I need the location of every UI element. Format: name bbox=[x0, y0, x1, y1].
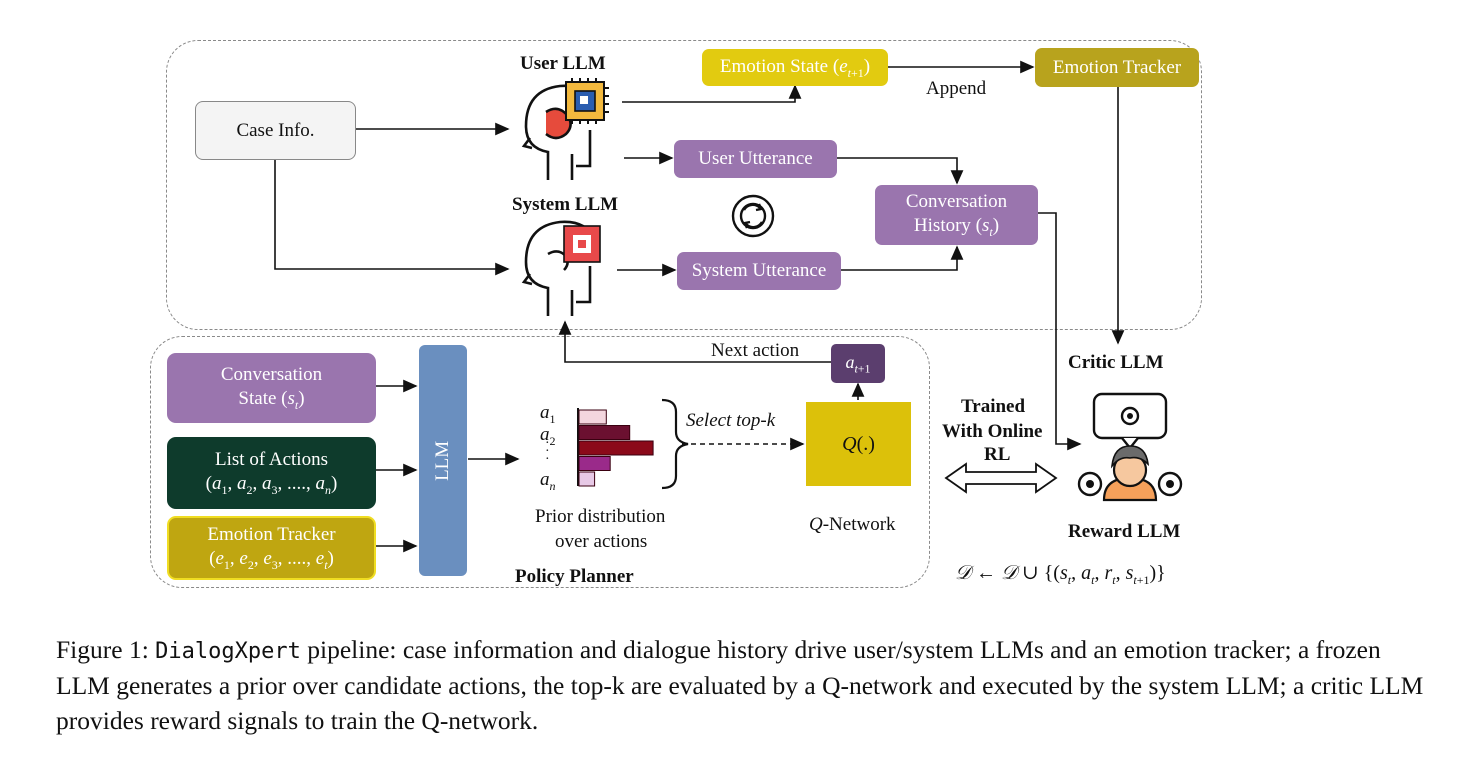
prior-caption-line1: Prior distribution bbox=[535, 506, 666, 527]
conversation-history-line2: History (st) bbox=[913, 214, 1000, 239]
caption-name: DialogXpert bbox=[155, 639, 301, 664]
arrow-case-to-system bbox=[274, 160, 510, 276]
system-llm-head-icon bbox=[521, 220, 598, 316]
system-llm-chip-icon bbox=[563, 225, 601, 263]
arrow-user-utt-to-history bbox=[837, 157, 964, 185]
select-topk-label: Select top-k bbox=[686, 410, 776, 431]
a-next-label: at+1 bbox=[845, 351, 871, 376]
curly-brace bbox=[661, 398, 689, 490]
emotion-tracker-line2: (e1, e2, e3, ...., et) bbox=[209, 547, 334, 572]
conversation-history-line1: Conversation bbox=[905, 191, 1008, 213]
buffer-update-formula: 𝒟 ← 𝒟 ∪ {(st, at, rt, st+1)} bbox=[955, 562, 1166, 587]
refresh-cycle-icon bbox=[731, 194, 775, 238]
prior-a1-label: a1 bbox=[540, 402, 556, 426]
policy-planner-region bbox=[150, 336, 930, 588]
list-of-actions-box: List of Actions (a1, a2, a3, ...., an) bbox=[167, 437, 376, 509]
emotion-state-box: Emotion State (et+1) bbox=[702, 49, 888, 86]
list-actions-line2: (a1, a2, a3, ...., an) bbox=[205, 472, 338, 497]
trained-line1: Trained bbox=[961, 396, 1026, 417]
prior-bar bbox=[578, 409, 607, 425]
reward-llm-label: Reward LLM bbox=[1068, 521, 1181, 542]
q-function-label: Q(.) bbox=[842, 432, 875, 455]
trained-line3: RL bbox=[984, 444, 1011, 465]
prior-caption-line2: over actions bbox=[555, 531, 648, 552]
caption-text: pipeline: case information and dialogue … bbox=[56, 635, 1424, 736]
prior-a2-label: a2 bbox=[540, 424, 556, 448]
critic-llm-label: Critic LLM bbox=[1068, 352, 1164, 373]
list-actions-line1: List of Actions bbox=[215, 449, 328, 471]
llm-box: LLM bbox=[419, 345, 467, 576]
conversation-state-line2: State (st) bbox=[238, 387, 305, 412]
prior-an-label: an bbox=[540, 469, 556, 493]
caption-prefix: Figure 1: bbox=[56, 635, 156, 664]
q-network-label: Q-Network bbox=[809, 514, 896, 535]
conversation-state-box: Conversation State (st) bbox=[167, 353, 376, 423]
next-action-label: Next action bbox=[711, 340, 800, 361]
policy-planner-label: Policy Planner bbox=[515, 566, 634, 587]
emotion-tracker-line1: Emotion Tracker bbox=[207, 524, 336, 546]
q-function-box: Q(.) bbox=[806, 402, 911, 486]
emotion-state-label: Emotion State (et+1) bbox=[719, 55, 871, 80]
conversation-state-line1: Conversation bbox=[220, 364, 323, 386]
user-utterance-box: User Utterance bbox=[674, 140, 837, 178]
arrow-next-action bbox=[558, 320, 831, 363]
arrow-history-to-reward bbox=[1038, 212, 1082, 451]
a-next-box: at+1 bbox=[831, 344, 885, 383]
system-utterance-box: System Utterance bbox=[677, 252, 841, 290]
emotion-tracker-input-box: Emotion Tracker (e1, e2, e3, ...., et) bbox=[167, 516, 376, 580]
reward-llm-person-icon bbox=[1077, 392, 1183, 502]
prior-bar bbox=[578, 440, 654, 456]
prior-bar bbox=[578, 471, 596, 487]
emotion-tracker-top-box: Emotion Tracker bbox=[1035, 48, 1199, 87]
user-llm-label: User LLM bbox=[520, 53, 606, 74]
case-info-box: Case Info. bbox=[195, 101, 356, 160]
prior-bar bbox=[578, 456, 611, 471]
figure-caption: Figure 1: DialogXpert pipeline: case inf… bbox=[56, 632, 1436, 739]
prior-dots: ··· bbox=[545, 436, 550, 467]
double-arrow bbox=[944, 462, 1058, 494]
arrow-sys-utt-to-history bbox=[841, 245, 964, 271]
prior-bar bbox=[578, 425, 631, 440]
arrow-user-to-emotion bbox=[622, 84, 802, 103]
llm-label: LLM bbox=[432, 440, 454, 481]
conversation-history-box: Conversation History (st) bbox=[875, 185, 1038, 245]
user-llm-chip-icon bbox=[565, 78, 609, 124]
trained-line2: With Online bbox=[942, 421, 1043, 442]
append-label: Append bbox=[926, 78, 987, 99]
system-llm-label: System LLM bbox=[512, 194, 619, 215]
top-region bbox=[166, 40, 1202, 330]
